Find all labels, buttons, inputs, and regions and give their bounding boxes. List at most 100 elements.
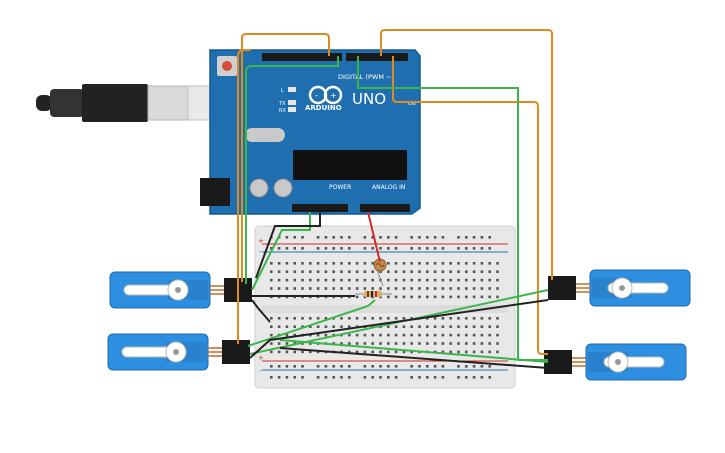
breadboard-hole [379, 376, 382, 379]
breadboard-hole [441, 325, 445, 328]
breadboard-hole [277, 287, 281, 290]
breadboard-hole [340, 376, 343, 379]
breadboard-hole [379, 287, 382, 290]
breadboard-hole [441, 236, 445, 239]
breadboard-hole [410, 278, 413, 282]
breadboard-hole [293, 262, 296, 265]
breadboard-hole [457, 342, 460, 345]
breadboard-hole [433, 278, 437, 282]
breadboard-hole [301, 262, 304, 265]
breadboard-hole [379, 247, 382, 250]
breadboard-hole [433, 333, 437, 337]
breadboard-hole [371, 270, 374, 273]
breadboard-hole [270, 270, 273, 273]
breadboard-hole [316, 270, 320, 273]
wire-orange-servo-right-bottom [392, 56, 548, 355]
breadboard-hole [379, 342, 382, 345]
breadboard-hole [387, 236, 390, 239]
breadboard-hole [340, 342, 343, 345]
breadboard-hole [277, 342, 281, 345]
rail-plus-top: + [258, 237, 264, 245]
breadboard-hole [488, 278, 491, 282]
breadboard-hole [426, 365, 429, 368]
breadboard-hole [387, 333, 390, 337]
breadboard-hole [348, 325, 351, 328]
breadboard-hole [402, 333, 406, 337]
breadboard-hole [394, 376, 398, 379]
breadboard-hole [355, 262, 359, 265]
breadboard-hole [465, 325, 468, 328]
breadboard-hole [270, 342, 273, 345]
breadboard-hole [433, 376, 437, 379]
breadboard-hole [301, 270, 304, 273]
breadboard-hole [277, 350, 281, 354]
breadboard-hole [309, 342, 312, 345]
breadboard-hole [402, 278, 406, 282]
breadboard-hole [480, 317, 484, 320]
breadboard-hole [402, 317, 406, 320]
breadboard-hole [472, 350, 476, 354]
breadboard-hole [387, 287, 390, 290]
breadboard-hole [488, 325, 491, 328]
breadboard-hole [465, 342, 468, 345]
breadboard-hole [387, 270, 390, 273]
breadboard-hole [449, 342, 452, 345]
breadboard-hole [340, 325, 343, 328]
breadboard-hole [465, 262, 468, 265]
breadboard-hole [480, 247, 484, 250]
breadboard-hole [449, 278, 452, 282]
breadboard-hole [293, 350, 296, 354]
breadboard-hole [316, 365, 320, 368]
breadboard-hole [441, 317, 445, 320]
breadboard-hole [340, 247, 343, 250]
breadboard-hole [309, 325, 312, 328]
breadboard-hole [285, 270, 289, 273]
breadboard-hole [410, 376, 413, 379]
breadboard-hole [270, 325, 273, 328]
breadboard-hole [394, 333, 398, 337]
breadboard-hole [457, 365, 460, 368]
breadboard-hole [426, 270, 429, 273]
breadboard-hole [293, 247, 296, 250]
breadboard-hole [449, 295, 452, 299]
breadboard-hole [371, 350, 374, 354]
breadboard-hole [394, 295, 398, 299]
breadboard-hole [465, 333, 468, 337]
breadboard-hole [301, 325, 304, 328]
breadboard-hole [324, 376, 328, 379]
breadboard-hole [402, 342, 406, 345]
breadboard-hole [277, 247, 281, 250]
wire-black-4 [279, 347, 549, 369]
breadboard-hole [270, 278, 273, 282]
breadboard-hole [324, 247, 328, 250]
wire-green-1 [245, 56, 339, 284]
breadboard-hole [363, 278, 367, 282]
breadboard-hole [387, 317, 390, 320]
wire-orange-servo-left [241, 33, 330, 282]
breadboard-hole [387, 365, 390, 368]
breadboard-hole [472, 247, 476, 250]
breadboard-hole [379, 317, 382, 320]
power-header-label: POWER [329, 184, 351, 191]
breadboard-hole [496, 270, 499, 273]
digital-header-right [346, 53, 408, 61]
breadboard-hole [472, 325, 476, 328]
breadboard-hole [363, 365, 367, 368]
wire-red-a0 [367, 211, 381, 263]
breadboard-hole [441, 247, 445, 250]
breadboard-hole [433, 287, 437, 290]
breadboard-hole [285, 317, 289, 320]
breadboard-hole [316, 376, 320, 379]
breadboard-hole [426, 342, 429, 345]
breadboard-hole [465, 270, 468, 273]
breadboard-hole [363, 342, 367, 345]
breadboard-hole [301, 365, 304, 368]
breadboard-hole [355, 295, 359, 299]
rail-minus-top: - [259, 248, 262, 256]
breadboard-hole [301, 317, 304, 320]
breadboard-hole [324, 333, 328, 337]
breadboard-hole [293, 278, 296, 282]
model-label: UNO [352, 90, 386, 108]
wire-black-3 [249, 299, 549, 359]
breadboard-hole [433, 317, 437, 320]
